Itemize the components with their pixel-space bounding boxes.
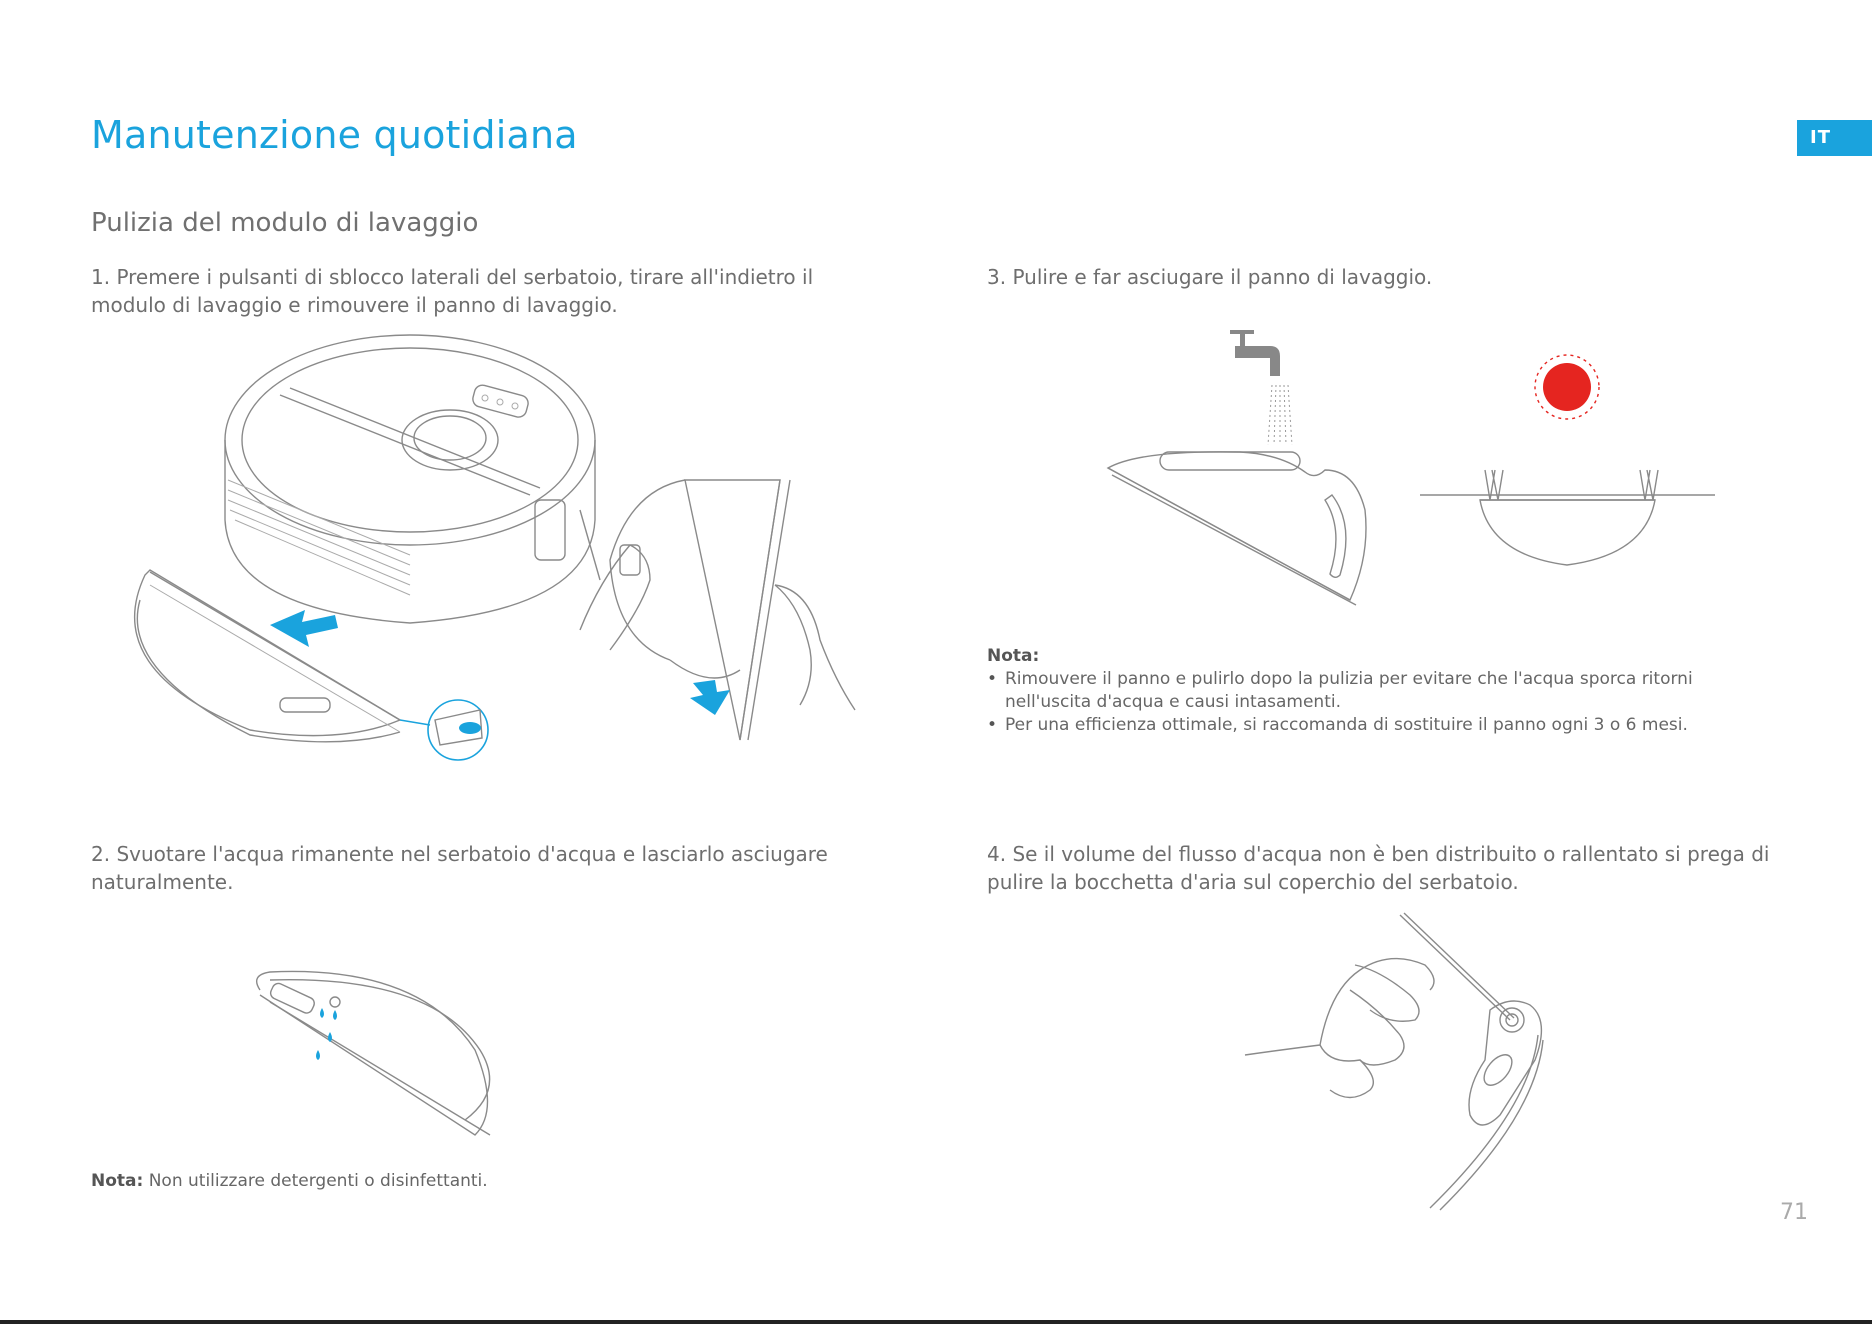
step-4-text: 4. Se il volume del flusso d'acqua non è… <box>987 840 1847 896</box>
language-tab: IT <box>1797 120 1872 156</box>
step-2-text: 2. Svuotare l'acqua rimanente nel serbat… <box>91 840 911 896</box>
step-4-line-1: 4. Se il volume del flusso d'acqua non è… <box>987 842 1770 866</box>
step-3-text: 3. Pulire e far asciugare il panno di la… <box>987 263 1787 291</box>
arrow-down-icon <box>690 680 730 715</box>
mop-module-icon <box>133 569 402 743</box>
arrow-left-icon <box>270 610 338 647</box>
sun-icon <box>1534 354 1600 420</box>
step-3-line-1: 3. Pulire e far asciugare il panno di la… <box>987 265 1433 289</box>
page-title: Manutenzione quotidiana <box>91 113 578 157</box>
hands-removing-cloth-icon <box>579 479 856 741</box>
mop-cloth-washing-drying-illustration <box>1106 330 1715 606</box>
step-1-text: 1. Premere i pulsanti di sblocco lateral… <box>91 263 891 319</box>
step-2-note-text: Non utilizzare detergenti o disinfettant… <box>143 1171 488 1191</box>
step-2-line-2: naturalmente. <box>91 870 234 894</box>
step-3-note-list: Rimouvere il panno e pulirlo dopo la pul… <box>987 668 1807 737</box>
water-drop-icon <box>316 1008 337 1060</box>
hand-holding-pin-icon <box>1244 912 1515 1099</box>
step-1-line-1: 1. Premere i pulsanti di sblocco lateral… <box>91 265 814 289</box>
step-1-line-2: modulo di lavaggio e rimouvere il panno … <box>91 293 618 317</box>
robot-vacuum-icon <box>224 334 601 624</box>
clothesline-icon <box>1420 469 1715 566</box>
step-4-line-2: pulire la bocchetta d'aria sul coperchio… <box>987 870 1519 894</box>
bottom-divider <box>0 1320 1872 1324</box>
step-2-note-label: Nota: <box>91 1171 144 1191</box>
robot-vacuum-mop-removal-illustration <box>133 334 856 761</box>
water-tank-icon <box>256 970 491 1136</box>
step-2-line-1: 2. Svuotare l'acqua rimanente nel serbat… <box>91 842 828 866</box>
mop-cloth-icon <box>1106 451 1367 606</box>
page-number: 71 <box>1780 1200 1808 1225</box>
water-tank-draining-illustration <box>256 970 491 1136</box>
step-3-note-label: Nota: <box>987 646 1040 666</box>
step-2-note: Nota: Non utilizzare detergenti o disinf… <box>91 1170 488 1193</box>
zoom-detail-icon <box>399 699 489 761</box>
air-vent-cleaning-illustration <box>1244 912 1544 1211</box>
note-bullet-1-continuation: nell'uscita d'acqua e causi intasamenti. <box>1005 692 1341 712</box>
step-3-note: Nota: Rimouvere il panno e pulirlo dopo … <box>987 645 1807 737</box>
note-bullet-2: Per una efficienza ottimale, si raccoman… <box>987 714 1807 737</box>
water-tap-icon <box>1230 330 1293 446</box>
tank-vent-icon <box>1429 1000 1544 1211</box>
section-subtitle: Pulizia del modulo di lavaggio <box>91 208 479 238</box>
note-bullet-1: Rimouvere il panno e pulirlo dopo la pul… <box>987 668 1807 691</box>
